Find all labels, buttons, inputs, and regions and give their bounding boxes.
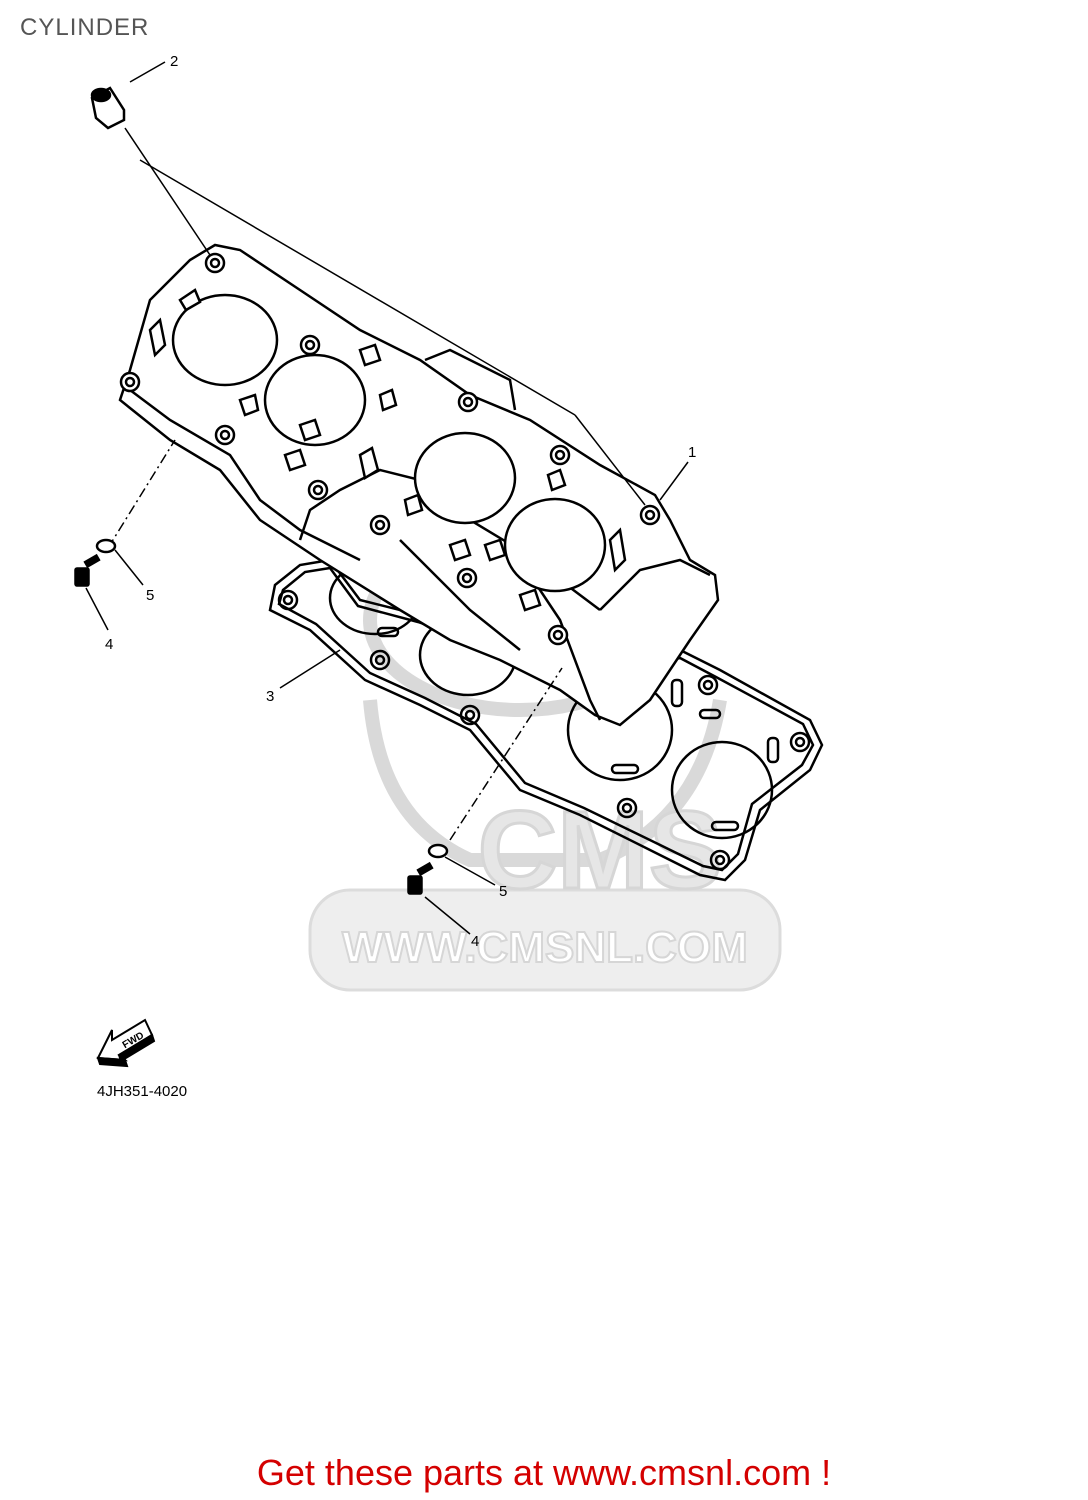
- fwd-arrow-icon: [96, 1018, 156, 1068]
- callout-3: 3: [266, 688, 274, 705]
- cms-watermark: CMS WWW.CMSNL.COM: [308, 523, 782, 992]
- callout-4-right: 4: [471, 933, 479, 950]
- bolt-left: [74, 553, 101, 587]
- washer-left: [95, 538, 117, 554]
- leader-lines: [85, 61, 689, 935]
- cylinder-block: [118, 243, 720, 727]
- footer-banner: Get these parts at www.cmsnl.com !: [0, 1452, 1088, 1494]
- dowel-pin: [90, 86, 126, 130]
- page-title: CYLINDER: [20, 14, 150, 41]
- bolt-right: [407, 861, 434, 895]
- washer-right: [427, 843, 449, 859]
- callout-4-left: 4: [105, 636, 113, 653]
- diagram-code: 4JH351-4020: [97, 1083, 187, 1100]
- footer-link[interactable]: Get these parts at www.cmsnl.com !: [256, 1452, 832, 1493]
- callout-1: 1: [688, 444, 696, 461]
- parts-diagram: CMS WWW.CMSNL.COM: [74, 53, 824, 1100]
- watermark-logo: CMS: [478, 789, 722, 912]
- callout-2: 2: [170, 53, 178, 70]
- callout-5-left: 5: [146, 587, 154, 604]
- callout-5-right: 5: [499, 883, 507, 900]
- watermark-url: WWW.CMSNL.COM: [342, 923, 748, 972]
